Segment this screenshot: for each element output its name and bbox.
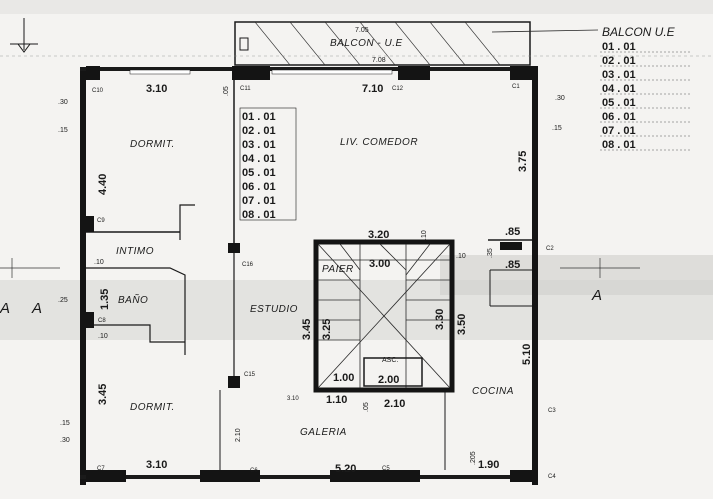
section-mark-left: A bbox=[0, 300, 10, 317]
section-mark-left-2: A bbox=[31, 300, 42, 317]
unit-item: 05 . 01 bbox=[242, 167, 276, 179]
dimension-labels: 3.10 7.10 4.40 3.75 5.10 3.45 1.35 1.10 … bbox=[58, 83, 565, 475]
dim-375: 3.75 bbox=[517, 151, 529, 172]
legend-item: 02 . 01 bbox=[602, 55, 636, 67]
dim-345-mid: 3.45 bbox=[301, 319, 313, 340]
column-tag: C9 bbox=[97, 218, 105, 224]
dim-210-small: 2.10 bbox=[235, 428, 242, 442]
dim-030-b: .30 bbox=[555, 95, 565, 102]
unit-item: 06 . 01 bbox=[242, 181, 276, 193]
dim-300: 3.00 bbox=[369, 258, 390, 270]
dim-325: 3.25 bbox=[321, 319, 333, 340]
column-tag: C15 bbox=[244, 372, 256, 378]
column-tag: C2 bbox=[546, 246, 554, 252]
unit-list: 01 . 01 02 . 01 03 . 01 04 . 01 05 . 01 … bbox=[239, 107, 297, 221]
dim-310-small: 3.10 bbox=[287, 396, 299, 402]
legend-item: 07 . 01 bbox=[602, 125, 636, 137]
dim-015-c: .15 bbox=[60, 420, 70, 427]
legend-item: 06 . 01 bbox=[602, 111, 636, 123]
column-tag: C8 bbox=[98, 318, 106, 324]
legend-item: 01 . 01 bbox=[602, 41, 636, 53]
legend-item: 05 . 01 bbox=[602, 97, 636, 109]
legend-title: BALCON U.E bbox=[602, 25, 676, 39]
room-label-paier: PAIER bbox=[322, 264, 354, 275]
section-mark-right: A bbox=[591, 287, 602, 304]
room-label-intimo: INTIMO bbox=[116, 246, 154, 257]
dim-205: .205 bbox=[470, 451, 477, 465]
dim-310-bottom: 3.10 bbox=[146, 459, 167, 471]
room-label-bano: BAÑO bbox=[118, 293, 148, 306]
column-tag: C4 bbox=[548, 474, 556, 480]
dim-015-b: .15 bbox=[552, 125, 562, 132]
dim-440: 4.40 bbox=[97, 174, 109, 195]
dim-210: 2.10 bbox=[384, 398, 405, 410]
dim-010-d: .10 bbox=[421, 230, 428, 240]
dim-025: .25 bbox=[58, 297, 68, 304]
legend-item: 03 . 01 bbox=[602, 69, 636, 81]
unit-item: 07 . 01 bbox=[242, 195, 276, 207]
column-tag: C12 bbox=[392, 86, 404, 92]
room-label-dormit-top: DORMIT. bbox=[130, 139, 175, 150]
stair-core: 3.20 3.00 PAIER ASC. 2.00 1.00 3.45 3.25… bbox=[301, 229, 468, 393]
dim-330: 3.30 bbox=[434, 309, 446, 330]
dim-705: 7.05 bbox=[355, 27, 369, 34]
column-tag: C5 bbox=[382, 466, 390, 472]
dim-030-a: .30 bbox=[58, 99, 68, 106]
room-label-dormit-bottom: DORMIT. bbox=[130, 402, 175, 413]
dim-085-a: .85 bbox=[505, 226, 520, 238]
dim-010-a: .10 bbox=[94, 259, 104, 266]
dim-005-b: .05 bbox=[363, 402, 370, 412]
room-label-estudio: ESTUDIO bbox=[250, 304, 298, 315]
dim-010-b: .10 bbox=[98, 333, 108, 340]
column-tag: C6 bbox=[250, 468, 258, 474]
dim-350: 3.50 bbox=[456, 314, 468, 335]
room-label-cocina: COCINA bbox=[472, 386, 514, 397]
section-markers: A A A bbox=[0, 258, 640, 317]
room-label-balcon: BALCON - U.E bbox=[330, 38, 403, 49]
dim-010-c: .10 bbox=[456, 253, 466, 260]
room-label-galeria: GALERIA bbox=[300, 427, 347, 438]
dim-085-b: .85 bbox=[505, 259, 520, 271]
dim-035: .35 bbox=[487, 248, 494, 258]
dim-190: 1.90 bbox=[478, 459, 499, 471]
room-labels: DORMIT. LIV. COMEDOR INTIMO BAÑO ESTUDIO… bbox=[116, 137, 514, 438]
dim-520: 5.20 bbox=[335, 463, 356, 475]
dim-710: 7.10 bbox=[362, 83, 383, 95]
dim-200: 2.00 bbox=[378, 374, 399, 386]
unit-item: 02 . 01 bbox=[242, 125, 276, 137]
dim-510: 5.10 bbox=[521, 344, 533, 365]
column-tag: C16 bbox=[242, 262, 254, 268]
room-label-liv-comedor: LIV. COMEDOR bbox=[340, 137, 418, 148]
legend: BALCON U.E 01 . 01 02 . 01 03 . 01 04 . … bbox=[491, 25, 690, 151]
dim-310-top: 3.10 bbox=[146, 83, 167, 95]
legend-item: 04 . 01 bbox=[602, 83, 636, 95]
dim-345-left: 3.45 bbox=[97, 384, 109, 405]
level-marker-icon bbox=[0, 18, 713, 57]
scan-shading bbox=[0, 0, 713, 340]
dim-100: 1.00 bbox=[333, 372, 354, 384]
column-tag: C3 bbox=[548, 408, 556, 414]
interior-walls bbox=[86, 80, 532, 470]
dim-015-a: .15 bbox=[58, 127, 68, 134]
column-tag: C10 bbox=[92, 88, 104, 94]
dim-005: .05 bbox=[223, 86, 230, 96]
dim-135: 1.35 bbox=[99, 289, 111, 310]
unit-item: 03 . 01 bbox=[242, 139, 276, 151]
column-tag: C1 bbox=[512, 84, 520, 90]
room-label-asc: ASC. bbox=[382, 357, 398, 364]
dim-110: 1.10 bbox=[326, 394, 347, 406]
dim-030-c: .30 bbox=[60, 437, 70, 444]
balcony: 7.05 BALCON - U.E 7.08 bbox=[234, 21, 531, 66]
dim-320: 3.20 bbox=[368, 229, 389, 241]
unit-item: 04 . 01 bbox=[242, 153, 276, 165]
exterior-walls bbox=[80, 66, 538, 485]
dim-708: 7.08 bbox=[372, 57, 386, 64]
column-tags: C10 C11 C12 C1 C9 C2 C16 C8 C15 C3 C7 C6… bbox=[92, 84, 556, 480]
column-tag: C11 bbox=[240, 86, 251, 92]
column-tag: C7 bbox=[97, 466, 105, 472]
unit-item: 01 . 01 bbox=[242, 111, 276, 123]
legend-item: 08 . 01 bbox=[602, 139, 636, 151]
unit-item: 08 . 01 bbox=[242, 209, 276, 221]
